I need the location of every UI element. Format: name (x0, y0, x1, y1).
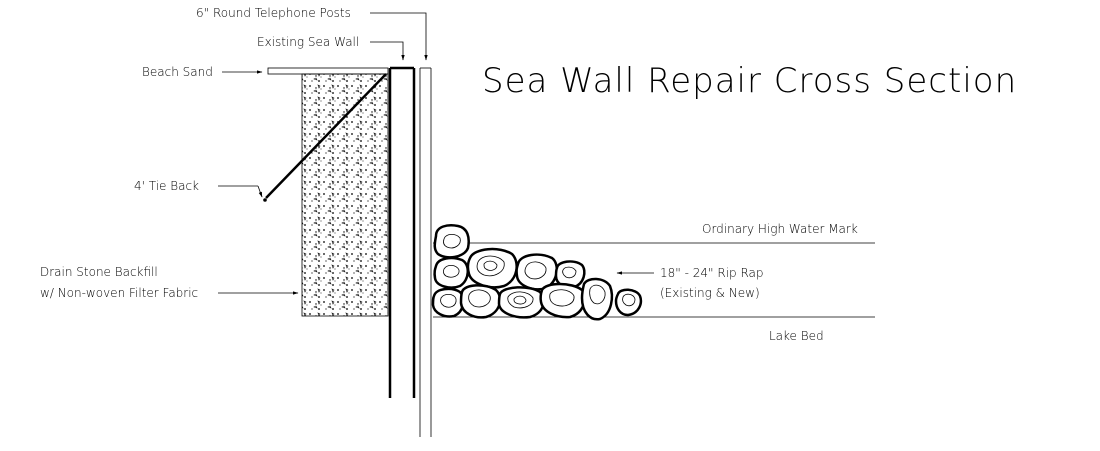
rip-rap-stone (539, 282, 586, 319)
rip-rap-stone (614, 288, 643, 317)
tie-back-rod (265, 73, 387, 199)
rip-rap-label-line2: (Existing & New) (660, 286, 760, 300)
tie-back-anchor (263, 198, 267, 202)
rip-rap-stones (431, 224, 643, 321)
rip-rap-stone (433, 224, 470, 259)
rip-rap-stone (580, 277, 614, 321)
lake-bed-label: Lake Bed (769, 329, 824, 343)
tie-back-leader-end (257, 185, 263, 198)
rip-rap-stone (459, 284, 502, 319)
rip-rap-label-line1: 18" - 24" Rip Rap (660, 266, 764, 280)
sea-wall-leader (370, 41, 405, 61)
rip-rap-stone (433, 256, 469, 289)
sea-wall-label: Existing Sea Wall (257, 35, 359, 49)
rip-rap-stone (466, 247, 518, 289)
telephone-posts-leader (370, 12, 428, 61)
high-water-mark-label: Ordinary High Water Mark (702, 222, 858, 236)
rip-rap-stone (431, 287, 465, 318)
beach-sand-label: Beach Sand (142, 65, 213, 79)
drain-stone-label-line1: Drain Stone Backfill (40, 265, 158, 279)
diagram-title: Sea Wall Repair Cross Section (482, 61, 1017, 101)
drain-stone-label-line2: w/ Non-woven Filter Fabric (40, 286, 198, 300)
tie-back-label: 4' Tie Back (134, 179, 199, 193)
telephone-posts-label: 6" Round Telephone Posts (196, 6, 351, 20)
drain-stone-backfill (301, 73, 389, 317)
rip-rap-stone (497, 286, 545, 319)
beach-sand-layer (267, 67, 389, 75)
